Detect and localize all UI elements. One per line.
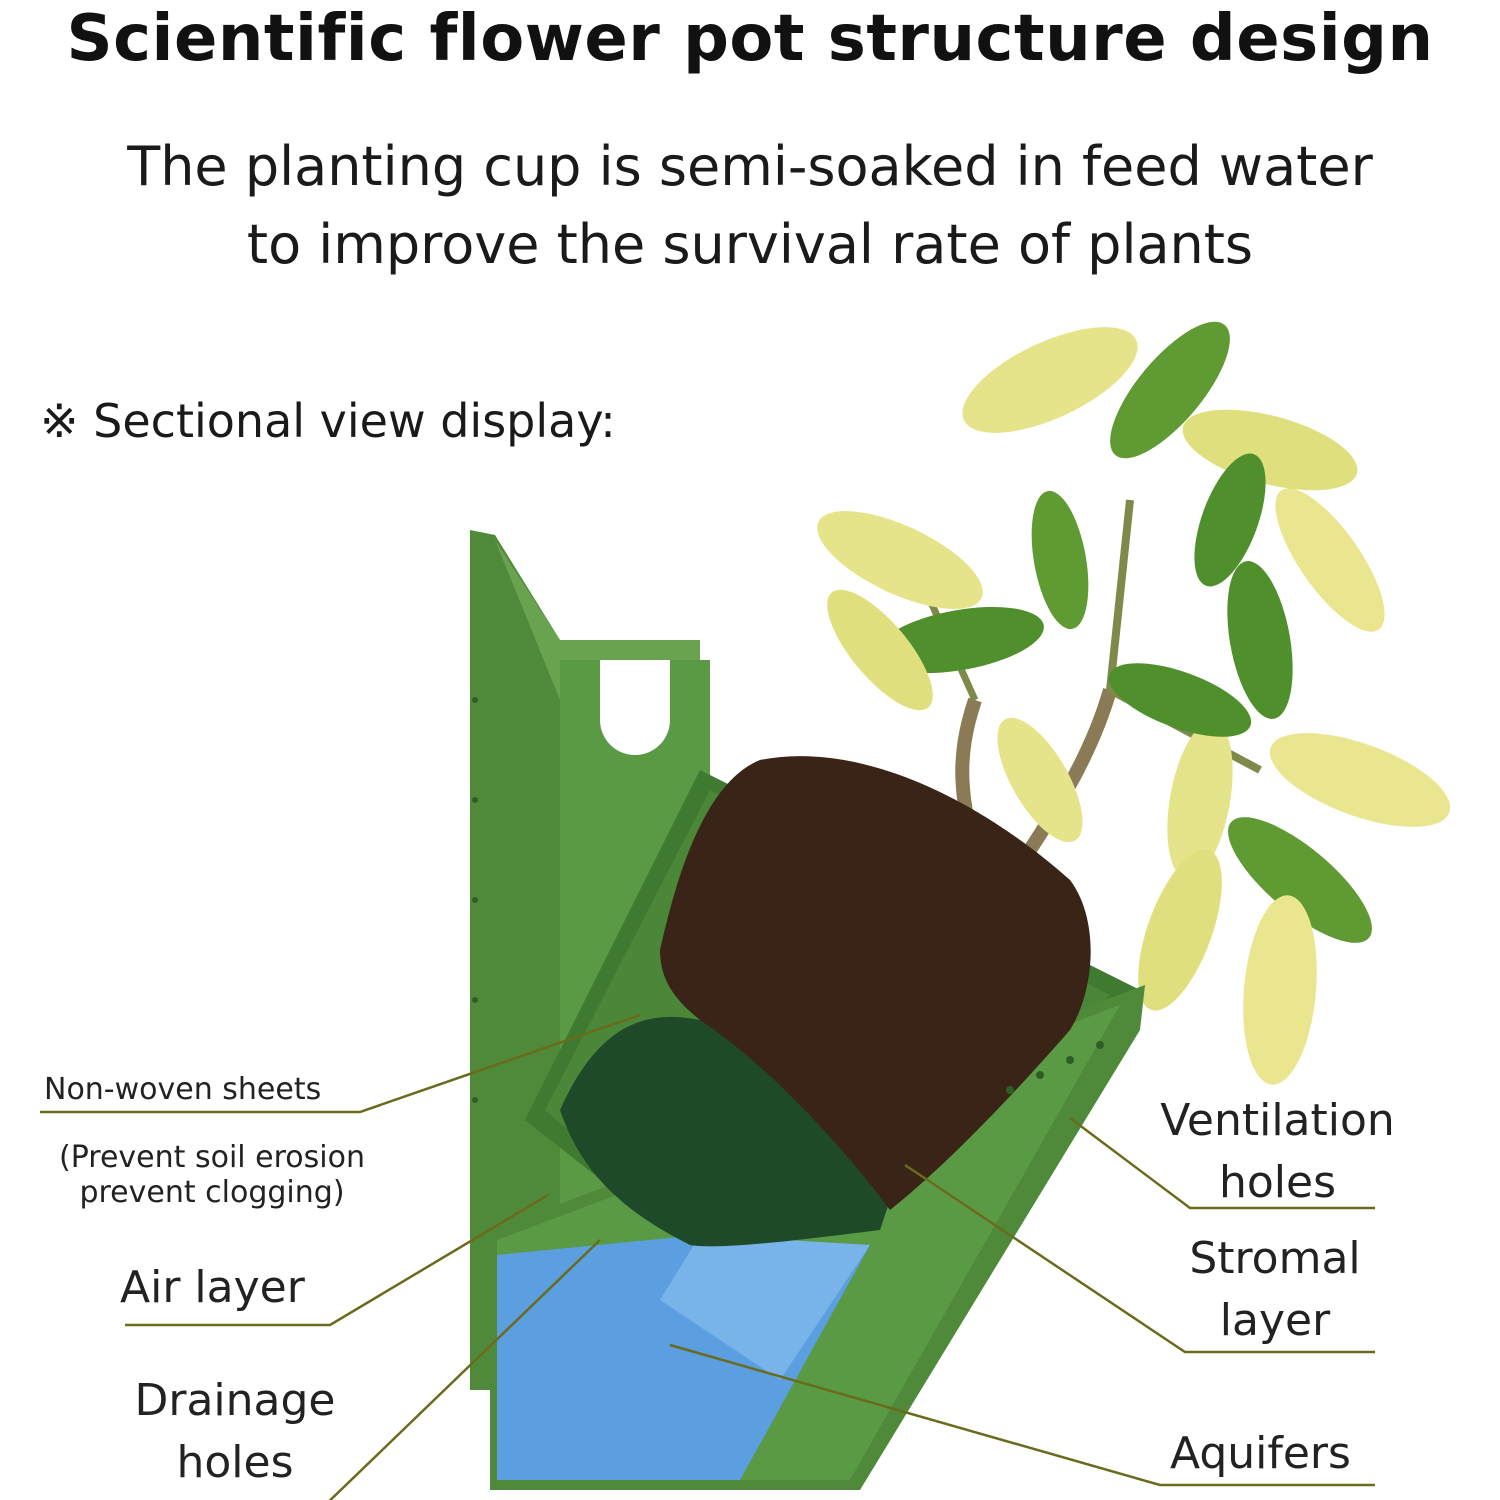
subtitle: The planting cup is semi-soaked in feed … — [0, 128, 1500, 284]
label-non-woven-note-line-1: (Prevent soil erosion — [59, 1140, 365, 1175]
leader-air-layer — [125, 1193, 549, 1327]
page-title: Scientific flower pot structure design — [66, 2, 1434, 76]
label-drainage-holes: Drainage holes — [110, 1370, 360, 1494]
label-stromal-line-2: layer — [1219, 1295, 1331, 1346]
leader-drainage — [328, 1239, 601, 1500]
label-ventilation-line-2: holes — [1218, 1157, 1337, 1208]
label-drainage-line-2: holes — [176, 1437, 294, 1488]
label-non-woven-note-line-2: prevent clogging) — [79, 1175, 345, 1210]
plant-illustration — [817, 321, 1451, 1085]
section-label: ※ Sectional view display: — [40, 394, 616, 448]
label-drainage-line-1: Drainage — [134, 1375, 336, 1426]
leader-stromal — [904, 1163, 1375, 1354]
label-air-layer: Air layer — [120, 1262, 305, 1313]
leader-lines — [40, 1013, 1375, 1500]
label-non-woven-sheets: Non-woven sheets — [44, 1072, 322, 1107]
subtitle-line-2: to improve the survival rate of plants — [246, 213, 1254, 276]
leader-aquifers — [669, 1343, 1375, 1487]
leader-non-woven — [40, 1013, 641, 1114]
subtitle-line-1: The planting cup is semi-soaked in feed … — [127, 135, 1373, 198]
label-ventilation-line-1: Ventilation — [1160, 1095, 1395, 1146]
label-stromal-line-1: Stromal — [1189, 1233, 1361, 1284]
pot-structure — [470, 530, 1145, 1490]
label-stromal-layer: Stromal layer — [1150, 1228, 1400, 1352]
leader-ventilation — [1069, 1117, 1375, 1210]
label-aquifers: Aquifers — [1170, 1428, 1351, 1479]
label-non-woven-note: (Prevent soil erosion prevent clogging) — [44, 1140, 380, 1210]
label-ventilation-holes: Ventilation holes — [1140, 1090, 1415, 1214]
